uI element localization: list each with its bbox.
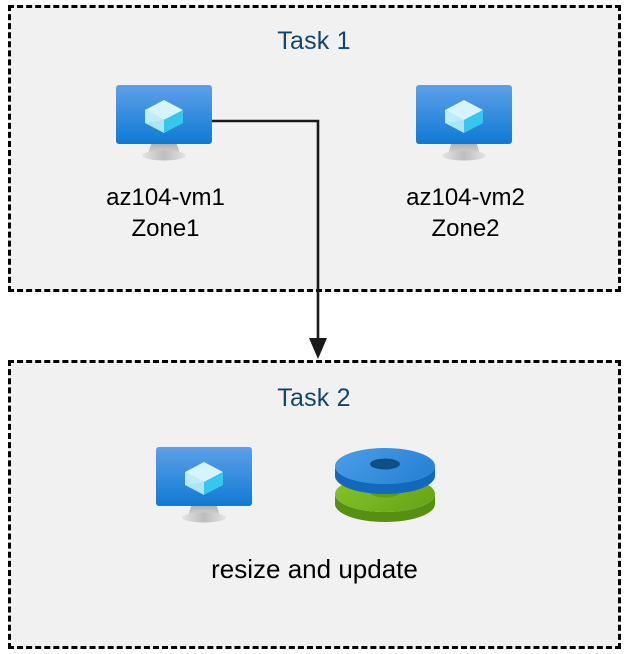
node-label-line1: az104-vm2 — [406, 184, 525, 211]
node-label-line2: Zone1 — [131, 215, 200, 242]
virtual-machine-icon — [151, 442, 261, 530]
node-label-line1: az104-vm1 — [106, 184, 225, 211]
node-az104-vm1[interactable]: az104-vm1 Zone1 — [58, 80, 273, 244]
node-label-line2: Zone2 — [431, 215, 500, 242]
task-1-title: Task 1 — [277, 27, 351, 55]
task-2-title: Task 2 — [277, 384, 351, 412]
down-arrow-icon — [309, 338, 327, 359]
node-az104-vm2[interactable]: az104-vm2 Zone2 — [358, 80, 573, 244]
node-task2-virtual-machine[interactable] — [128, 442, 283, 530]
virtual-machine-icon — [411, 80, 521, 168]
disks-icon — [330, 442, 440, 530]
virtual-machine-icon — [111, 80, 221, 168]
node-task2-disks[interactable] — [320, 442, 450, 530]
task-2-container — [8, 360, 621, 649]
task-2-caption: resize and update — [211, 554, 418, 584]
